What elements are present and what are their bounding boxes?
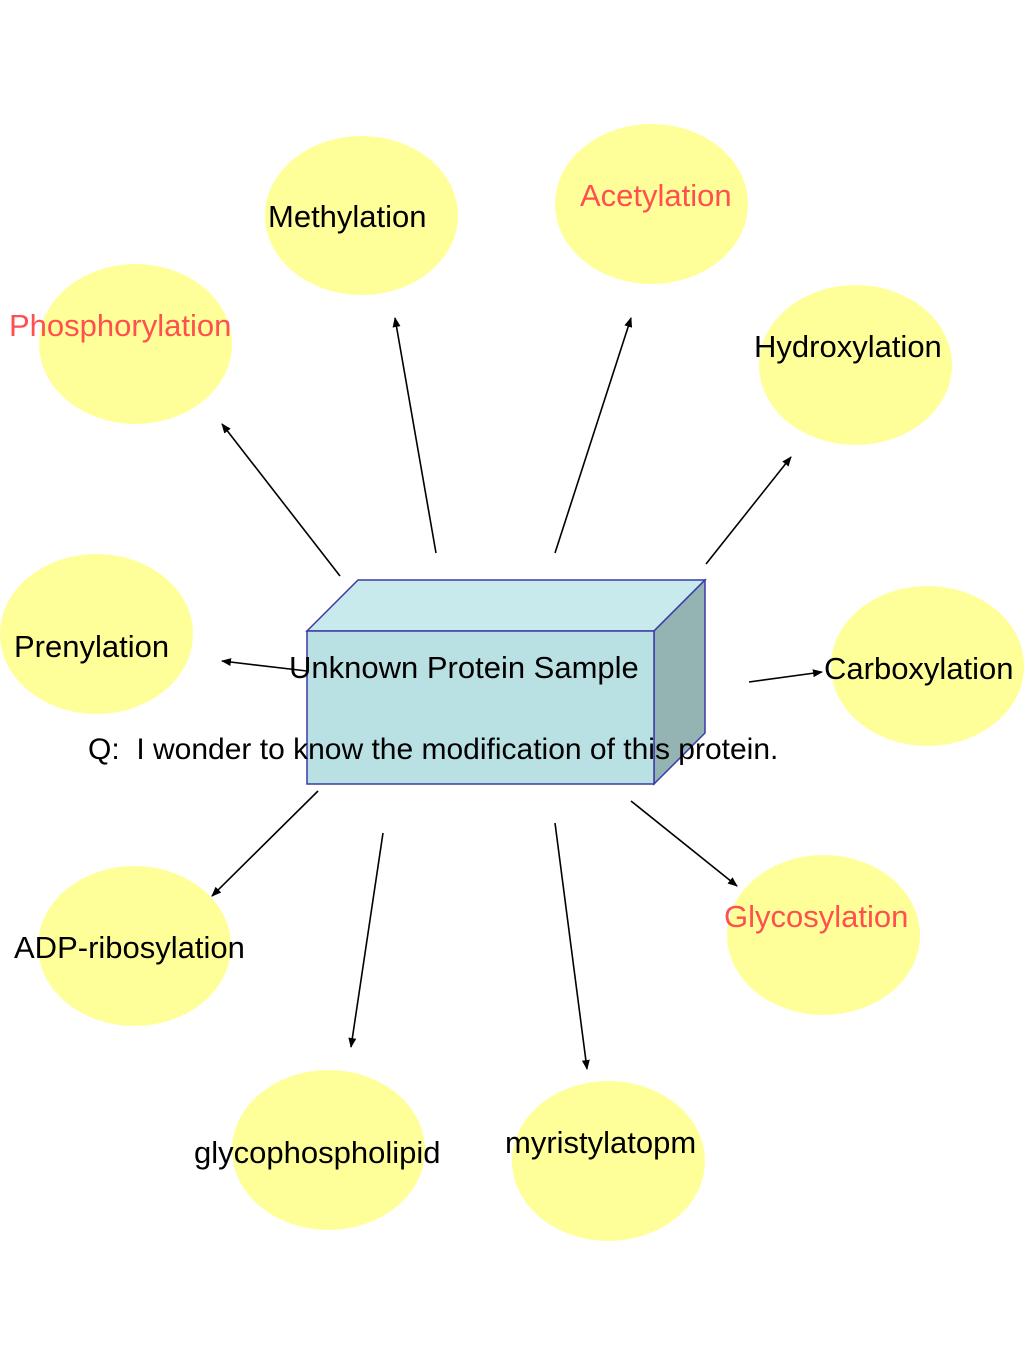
protein-sample-box: [305, 578, 707, 786]
label-carboxylation: Carboxylation: [824, 651, 1014, 686]
node-methylation-circle: [265, 136, 458, 295]
node-glycophospholipid-circle: [232, 1070, 425, 1230]
arrow-to-glycosylation: [630, 800, 738, 887]
arrow-to-hydroxylation: [705, 456, 792, 565]
box-top-face: [305, 579, 707, 632]
box-front-face: [306, 630, 655, 785]
node-myristylatopm-circle: [512, 1081, 705, 1241]
arrow-to-glycophospholipid: [348, 832, 384, 1048]
label-phosphorylation: Phosphorylation: [9, 308, 232, 343]
arrow-to-phosphorylation: [221, 423, 341, 577]
label-glycophospholipid: glycophospholipid: [194, 1135, 441, 1170]
label-methylation: Methylation: [268, 199, 427, 234]
label-myristylatopm: myristylatopm: [505, 1125, 697, 1160]
node-adp-ribosylation-circle: [38, 866, 231, 1026]
label-adp-ribosylation: ADP-ribosylation: [14, 930, 245, 965]
label-glycosylation: Glycosylation: [724, 899, 909, 934]
arrow-to-adp-ribosylation: [211, 790, 319, 897]
node-acetylation-circle: [555, 124, 748, 284]
node-carboxylation-circle: [831, 586, 1024, 746]
node-hydroxylation-circle: [759, 285, 952, 445]
node-prenylation-circle: [0, 554, 193, 714]
node-glycosylation-circle: [727, 855, 920, 1015]
label-acetylation: Acetylation: [580, 178, 732, 213]
label-prenylation: Prenylation: [14, 629, 170, 664]
label-hydroxylation: Hydroxylation: [754, 329, 942, 364]
arrow-to-prenylation: [221, 658, 308, 672]
arrow-to-methylation: [392, 317, 437, 554]
arrow-to-acetylation: [554, 317, 633, 554]
arrow-layer: [211, 317, 823, 1070]
question-text: Q: I wonder to know the modification of …: [88, 733, 779, 766]
arrow-to-myristylatopm: [554, 822, 590, 1070]
protein-sample-label: Unknown Protein Sample: [289, 650, 639, 685]
node-phosphorylation-circle: [39, 264, 232, 424]
arrow-to-carboxylation: [748, 669, 823, 683]
